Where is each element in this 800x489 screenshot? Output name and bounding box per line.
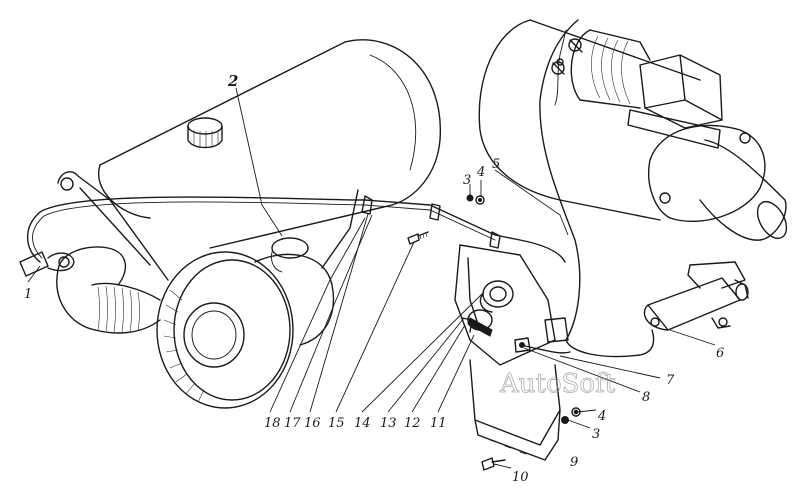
- wiring-harness: [19, 19, 655, 358]
- callout-8: 8: [642, 390, 650, 405]
- fasteners: [407, 194, 581, 471]
- callout-3-bottom: 3: [592, 427, 600, 442]
- callout-1: 1: [24, 287, 32, 302]
- callout-4-top: 4: [476, 165, 485, 180]
- switch-panel: [454, 244, 569, 461]
- callout-16: 16: [304, 416, 321, 431]
- callout-11: 11: [430, 416, 447, 431]
- relay: [643, 261, 749, 331]
- callout-6: 6: [716, 346, 724, 361]
- callout-14: 14: [354, 416, 371, 431]
- callout-15: 15: [328, 416, 345, 431]
- callout-7: 7: [666, 373, 675, 388]
- callout-13: 13: [380, 416, 397, 431]
- leader-lines: [27, 87, 716, 469]
- callout-18: 18: [264, 416, 281, 431]
- callout-10: 10: [512, 470, 529, 485]
- callout-5: 5: [492, 157, 500, 172]
- callout-17: 17: [284, 416, 301, 431]
- callout-9: 9: [570, 455, 578, 470]
- fan-assembly: [56, 189, 359, 409]
- starter-motor: [478, 19, 788, 241]
- callout-labels: 1 2 3 4 5 6 7 8 9 10 4 3 11 12 13 14 15 …: [24, 72, 724, 485]
- callout-2: 2: [227, 72, 238, 90]
- tank: [57, 39, 441, 281]
- callout-4-bottom: 4: [597, 409, 606, 424]
- watermark-text: AutoSoft: [499, 369, 616, 399]
- callout-3-top: 3: [463, 173, 471, 188]
- callout-12: 12: [404, 416, 421, 431]
